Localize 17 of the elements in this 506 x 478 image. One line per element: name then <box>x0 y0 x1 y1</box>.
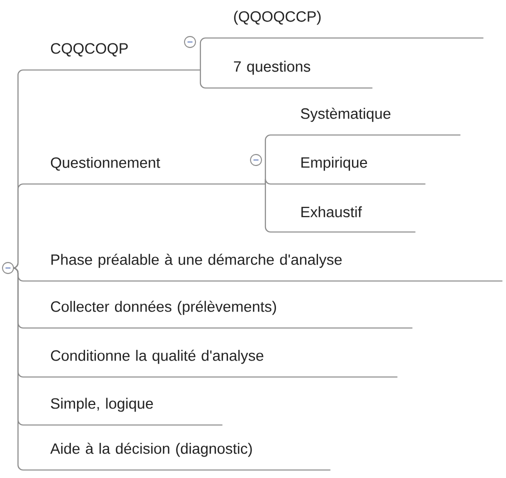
connector <box>200 37 208 70</box>
branch-label: 7 questions <box>208 60 372 89</box>
branch-label: Conditionne la qualité d'analyse <box>26 350 398 378</box>
branch-label: CQQCOQP <box>26 43 200 71</box>
branch-label: Questionnement <box>26 156 266 185</box>
branch-label: (QQOQCCP) <box>208 10 484 39</box>
branch-label: Phase préalable à une démarche d'analyse <box>26 254 502 282</box>
branch-label: Empirique <box>273 156 426 185</box>
branch-label: Systèmatique <box>273 108 460 136</box>
collapse-icon <box>2 262 14 274</box>
connector <box>264 178 273 185</box>
branch-label: Simple, logique <box>26 398 222 426</box>
branch-label: Aide à la décision (diagnostic) <box>26 442 330 471</box>
connector <box>12 183 26 269</box>
branch-label: Exhaustif <box>273 206 416 233</box>
connector <box>200 70 208 89</box>
branch-label: Collecter données (prélèvements) <box>26 300 412 329</box>
